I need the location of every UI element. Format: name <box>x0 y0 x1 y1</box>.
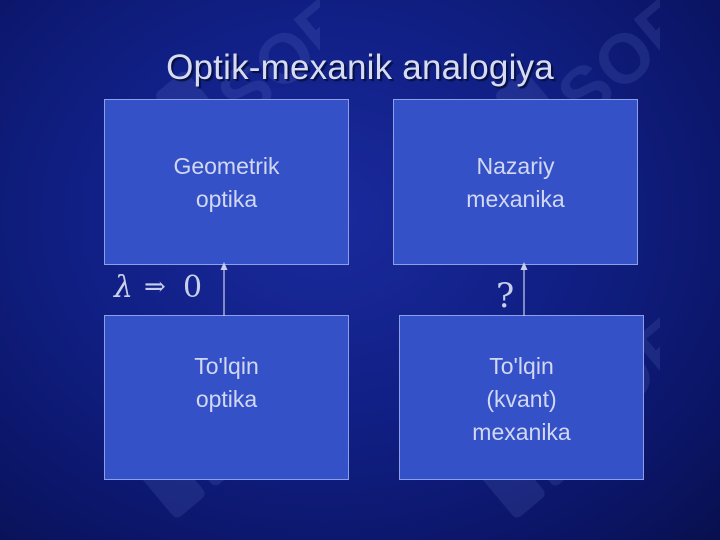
slide-title: Optik-mexanik analogiya <box>166 48 554 87</box>
geometric-optics-label: Geometrik optika <box>173 153 280 212</box>
zero-value: 0 <box>183 270 203 305</box>
wave-optics-label: To'lqin optika <box>194 353 259 412</box>
wave-mechanics-label: To'lqin (kvant) mexanika <box>472 353 571 445</box>
wave-optics-box: To'lqin optika <box>104 315 349 480</box>
geometric-optics-box: Geometrik optika <box>104 99 349 265</box>
theoretical-mechanics-box: Nazariy mexanika <box>393 99 638 265</box>
theoretical-mechanics-label: Nazariy mexanika <box>466 153 565 212</box>
question-mark: ? <box>496 276 515 316</box>
arrow-up-right-icon <box>520 262 528 316</box>
implies-symbol: ⇒ <box>144 272 166 302</box>
arrow-up-left-icon <box>220 262 228 316</box>
wave-mechanics-box: To'lqin (kvant) mexanika <box>399 315 644 480</box>
lambda-symbol: λ <box>114 270 134 305</box>
